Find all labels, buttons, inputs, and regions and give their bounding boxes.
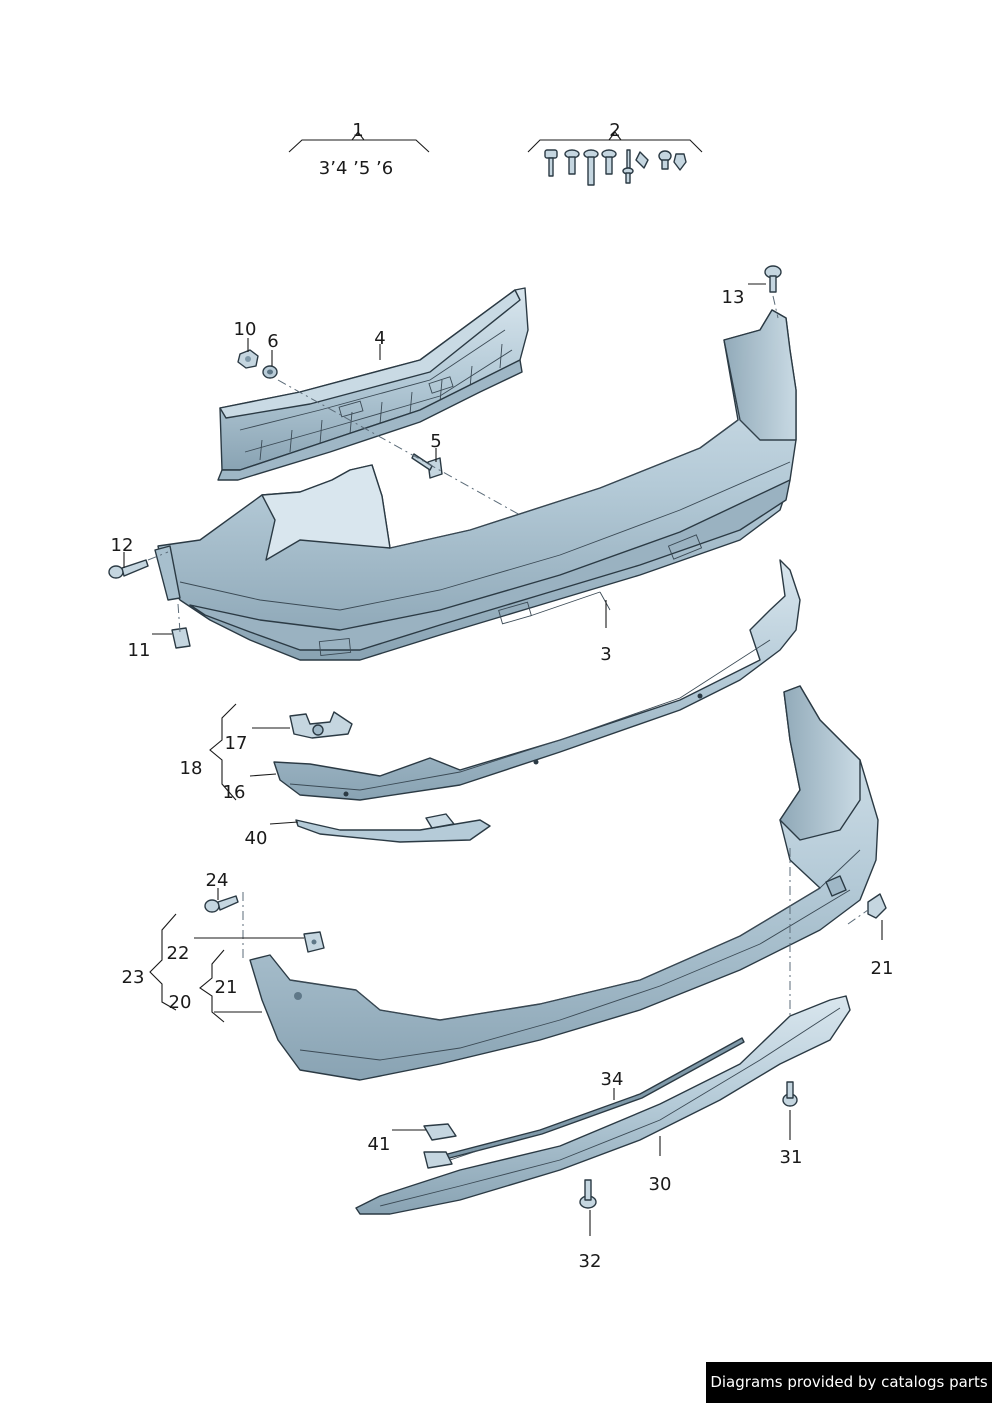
callout-group-2: 2 [527, 120, 703, 153]
screw-part-12[interactable] [108, 559, 149, 579]
callout-labels: 10 6 4 5 13 12 11 3 17 18 16 40 24 22 23… [111, 287, 894, 1272]
callout-31[interactable]: 31 [780, 1147, 803, 1168]
callout-2[interactable]: 2 [609, 120, 620, 141]
callout-21-left[interactable]: 21 [215, 977, 238, 998]
clip-part-11[interactable] [171, 627, 191, 649]
callout-30[interactable]: 30 [649, 1174, 672, 1195]
nut-part-10[interactable] [237, 349, 259, 369]
screw-part-24[interactable] [204, 895, 239, 913]
callout-4[interactable]: 4 [374, 328, 385, 349]
callout-40[interactable]: 40 [245, 828, 268, 849]
callout-6[interactable]: 6 [267, 331, 278, 352]
lower-bumper-cover-part-20[interactable] [249, 685, 879, 1081]
washer-part-6[interactable] [262, 365, 278, 379]
callout-13[interactable]: 13 [722, 287, 745, 308]
callout-22[interactable]: 22 [167, 943, 190, 964]
callout-21-right[interactable]: 21 [871, 958, 894, 979]
callout-17[interactable]: 17 [225, 733, 248, 754]
callout-34[interactable]: 34 [601, 1069, 624, 1090]
callout-41[interactable]: 41 [368, 1134, 391, 1155]
callout-1[interactable]: 1 [352, 120, 363, 141]
screw-part-31[interactable] [782, 1081, 798, 1107]
callout-18[interactable]: 18 [180, 758, 203, 779]
bracket-part-17[interactable] [289, 711, 353, 739]
callout-23[interactable]: 23 [122, 967, 145, 988]
bumper-cover-part-3[interactable] [154, 309, 797, 661]
connector-part-41[interactable] [423, 1123, 481, 1169]
bracket-part-22[interactable] [303, 931, 325, 953]
callout-12[interactable]: 12 [111, 535, 134, 556]
callout-16[interactable]: 16 [223, 782, 246, 803]
callout-5[interactable]: 5 [430, 431, 441, 452]
lower-trim-part-16[interactable] [273, 559, 801, 801]
callout-24[interactable]: 24 [206, 870, 229, 891]
cap-part-21[interactable] [867, 893, 887, 919]
callout-group-1: 1 3’4 ’5 ’6 [288, 120, 430, 179]
callout-11[interactable]: 11 [128, 640, 151, 661]
callout-10[interactable]: 10 [234, 319, 257, 340]
screw-part-32[interactable] [579, 1179, 597, 1209]
trim-strip-part-40[interactable] [295, 813, 491, 843]
diffuser-part-30[interactable] [355, 995, 851, 1215]
leader-lines [123, 283, 883, 1236]
callout-3[interactable]: 3 [600, 644, 611, 665]
fastener-set-icon [544, 149, 687, 186]
callout-1-subparts: 3’4 ’5 ’6 [319, 158, 393, 179]
callout-20[interactable]: 20 [169, 992, 192, 1013]
impact-absorber-part-4[interactable] [217, 287, 529, 481]
screw-part-13[interactable] [764, 265, 782, 293]
callout-32[interactable]: 32 [579, 1251, 602, 1272]
watermark-banner: Diagrams provided by catalogs parts [706, 1362, 992, 1403]
